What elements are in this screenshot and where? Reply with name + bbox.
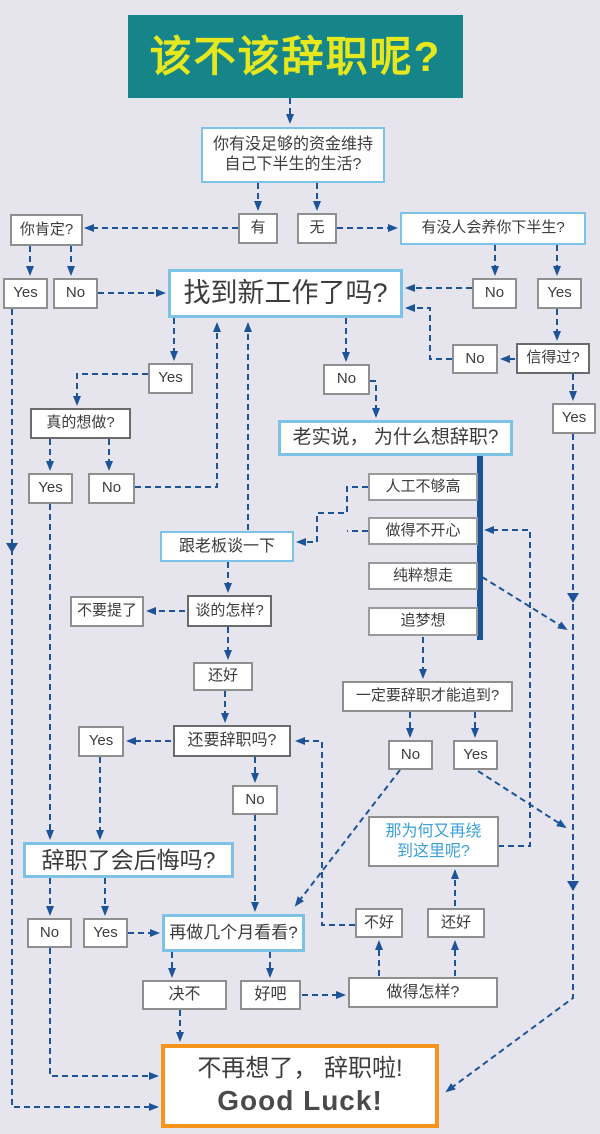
node-regret-no: No xyxy=(27,918,72,948)
node-reason-dream: 追梦想 xyxy=(368,607,478,636)
node-trust-yes: Yes xyxy=(552,403,596,434)
node-q-few-months: 再做几个月看看? xyxy=(162,914,305,952)
edge-newjobyes-to-really xyxy=(73,373,148,406)
node-q-how-talk: 谈的怎样? xyxy=(187,595,272,627)
node-q-support: 有没人会养你下半生? xyxy=(400,212,586,245)
node-really-no: No xyxy=(88,473,135,504)
node-trust-no: No xyxy=(452,344,498,374)
edge-mustyes-to-goodluckline xyxy=(477,770,567,829)
edge-salary-to-boss xyxy=(296,486,368,546)
mid-arrowhead xyxy=(567,881,579,891)
node-talk-ok: 还好 xyxy=(193,662,253,691)
node-support-yes: Yes xyxy=(537,278,582,309)
edge-trustyes-to-goodluck xyxy=(445,434,574,1093)
node-must-yes: Yes xyxy=(453,740,498,770)
node-really-yes: Yes xyxy=(28,473,73,504)
node-sure-no: No xyxy=(53,278,98,309)
edge-sureyes-to-goodluck xyxy=(11,309,159,1111)
node-fine: 好吧 xyxy=(240,980,301,1010)
node-sure-yes: Yes xyxy=(3,278,48,309)
node-q-money: 你有没足够的资金维持 自己下半生的生活? xyxy=(201,127,385,183)
node-q-why-quit: 老实说， 为什么想辞职? xyxy=(278,420,513,456)
node-title: 该不该辞职呢? xyxy=(128,15,463,98)
node-newjob-yes: Yes xyxy=(148,363,193,394)
node-never: 决不 xyxy=(142,980,227,1010)
node-regret-yes: Yes xyxy=(83,918,128,948)
node-q-why-circle: 那为何又再绕 到这里呢? xyxy=(368,816,499,867)
node-must-no: No xyxy=(388,740,433,770)
node-reason-unhappy: 做得不开心 xyxy=(368,517,478,545)
node-have: 有 xyxy=(238,213,278,244)
node-q-really-want: 真的想做? xyxy=(30,408,131,439)
node-support-no: No xyxy=(472,278,517,309)
node-none: 无 xyxy=(297,213,337,244)
node-q-still-quit: 还要辞职吗? xyxy=(173,725,291,757)
mid-arrowhead xyxy=(6,543,18,553)
node-going-ok: 还好 xyxy=(427,908,485,938)
node-final-line1: 不再想了， 辞职啦! xyxy=(197,1055,403,1083)
edge-regretno-to-goodluck xyxy=(49,948,159,1080)
node-q-trust: 信得过? xyxy=(516,343,590,374)
mid-arrowhead xyxy=(567,593,579,603)
edge-circle-to-unhappy xyxy=(484,526,531,847)
node-q-must-quit: 一定要辞职才能追到? xyxy=(342,681,513,712)
node-going-bad: 不好 xyxy=(355,908,403,938)
node-q-newjob: 找到新工作了吗? xyxy=(168,269,403,318)
node-final-line2: Good Luck! xyxy=(217,1084,383,1116)
node-are-you-sure: 你肯定? xyxy=(10,214,83,246)
node-still-yes: Yes xyxy=(78,726,124,757)
node-q-regret: 辞职了会后悔吗? xyxy=(23,842,234,878)
node-reason-salary: 人工不够高 xyxy=(368,473,478,501)
node-still-no: No xyxy=(232,785,278,815)
edge-newjobno-to-why xyxy=(370,380,380,418)
edge-goingbad-to-still xyxy=(295,737,355,926)
edge-reallyno-to-newjob xyxy=(135,322,221,488)
edge-mustno-to-months xyxy=(294,769,401,907)
node-q-talk-boss: 跟老板谈一下 xyxy=(160,531,294,562)
edge-leave-to-goodluckline xyxy=(481,576,568,631)
edge-trustno-to-newjob xyxy=(405,304,452,360)
node-reason-leave: 纯粹想走 xyxy=(368,562,478,590)
node-final: 不再想了， 辞职啦!Good Luck! xyxy=(161,1044,439,1128)
node-dont-mention: 不要提了 xyxy=(70,596,144,627)
node-newjob-no: No xyxy=(323,364,370,395)
node-q-how-going: 做得怎样? xyxy=(348,977,498,1008)
